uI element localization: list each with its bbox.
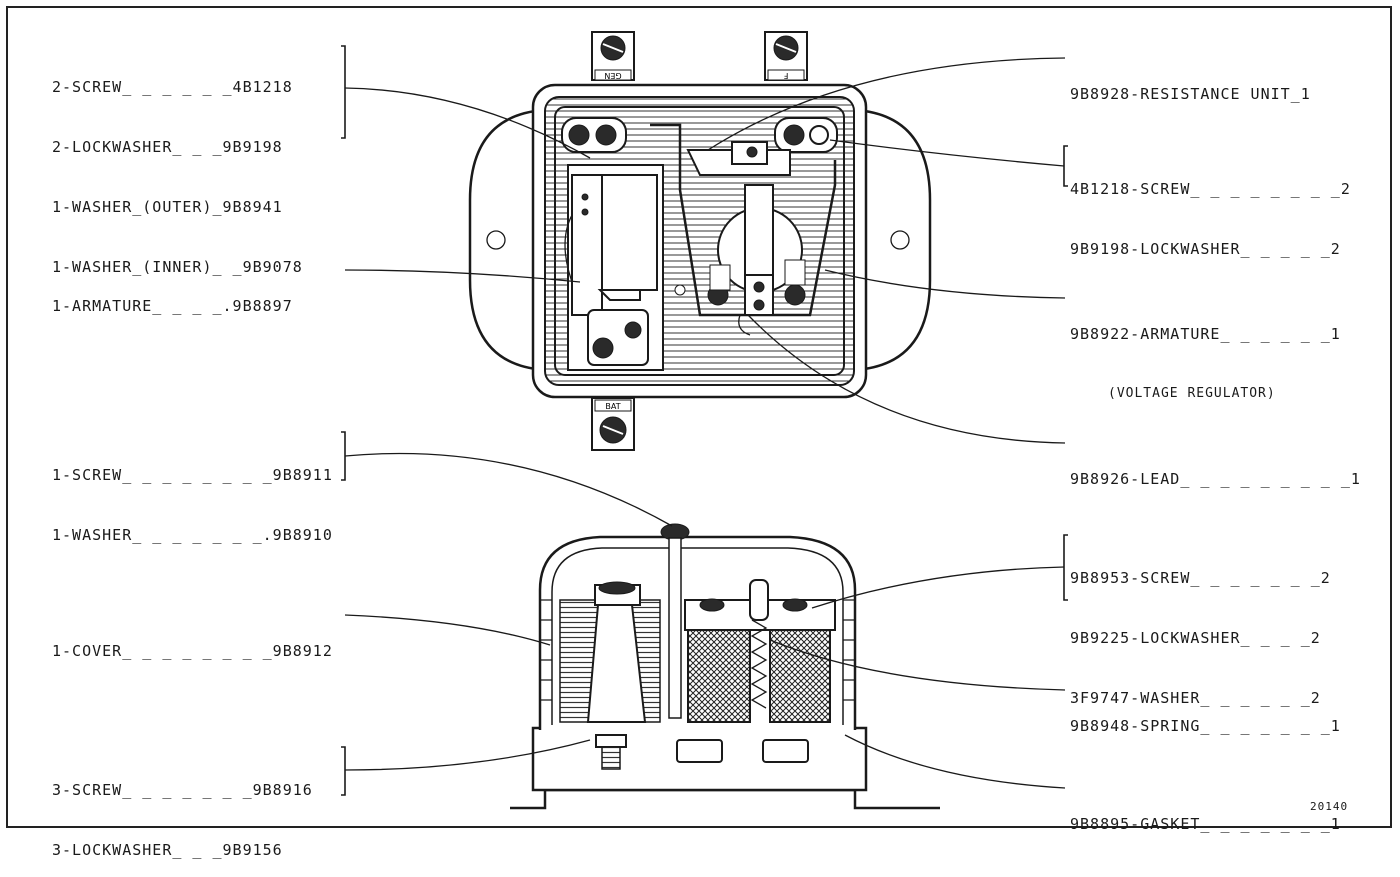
f-label: F (783, 71, 788, 80)
callout-line: 4B1218-SCREW_ _ _ _ _ _ _ _2 (1070, 180, 1351, 198)
right-mount-hole (890, 230, 910, 250)
gen-terminal: GEN (591, 31, 635, 81)
callout-line: 9B8926-LEAD_ _ _ _ _ _ _ _ _1 (1070, 470, 1361, 488)
callout-line: 9B8922-ARMATURE_ _ _ _ _ _1 (1070, 325, 1341, 343)
bat-label: BAT (605, 402, 620, 411)
callout-armature: 1-ARMATURE_ _ _ _.9B8897 (52, 261, 293, 333)
callout-line: 9B8953-SCREW_ _ _ _ _ _ _2 (1070, 569, 1331, 587)
bat-terminal: BAT (591, 397, 635, 451)
callout-regulator-armature: 9B8922-ARMATURE_ _ _ _ _ _1 (VOLTAGE REG… (1070, 289, 1341, 421)
callout-screw-lockwasher-washers: 2-SCREW_ _ _ _ _ _4B1218 2-LOCKWASHER_ _… (52, 42, 303, 294)
callout-line: 9B9198-LOCKWASHER_ _ _ _ _2 (1070, 240, 1341, 258)
callout-resistance-unit: 9B8928-RESISTANCE UNIT_1 (1070, 49, 1311, 121)
callout-line: 2-LOCKWASHER_ _ _9B9198 (52, 138, 283, 156)
gen-label: GEN (604, 71, 621, 80)
callout-coil-screw-lockwasher-washer: 9B8953-SCREW_ _ _ _ _ _ _2 9B9225-LOCKWA… (1070, 533, 1331, 725)
left-flange (468, 108, 547, 372)
callout-line: 3F9747-WASHER_ _ _ _ _ _2 (1070, 689, 1321, 707)
callout-line: 1-ARMATURE_ _ _ _.9B8897 (52, 297, 293, 315)
right-flange (853, 108, 932, 372)
callout-line: 1-WASHER_ _ _ _ _ _ _.9B8910 (52, 526, 333, 544)
callout-line: 9B9225-LOCKWASHER_ _ _ _2 (1070, 629, 1321, 647)
callout-line: 1-WASHER_(INNER)_ _9B9078 (52, 258, 303, 276)
spring (750, 619, 768, 709)
callout-line: 2-SCREW_ _ _ _ _ _4B1218 (52, 78, 293, 96)
left-mount-hole (486, 230, 506, 250)
regulator-coils (684, 579, 836, 723)
callout-line: 3-LOCKWASHER_ _ _9B9156 (52, 841, 283, 859)
callout-base-screw-lockwasher: 3-SCREW_ _ _ _ _ _ _9B8916 3-LOCKWASHER_… (52, 745, 313, 877)
callout-terminal-screw-lockwasher: 4B1218-SCREW_ _ _ _ _ _ _ _2 9B9198-LOCK… (1070, 144, 1351, 276)
callout-spring: 9B8948-SPRING_ _ _ _ _ _ _1 (1070, 681, 1341, 753)
callout-line: 9B8928-RESISTANCE UNIT_1 (1070, 85, 1311, 103)
callout-line: 1-WASHER_(OUTER)_9B8941 (52, 198, 283, 216)
mounting-base (510, 788, 940, 810)
callout-line: 9B8895-GASKET_ _ _ _ _ _ _1 (1070, 815, 1341, 833)
callout-lead: 9B8926-LEAD_ _ _ _ _ _ _ _ _1 (1070, 434, 1361, 506)
callout-cover-screw-washer: 1-SCREW_ _ _ _ _ _ _ _9B8911 1-WASHER_ _… (52, 430, 333, 562)
leader-lines (341, 45, 1068, 796)
f-terminal: F (764, 31, 808, 81)
regulator-diagram: GEN F BAT (341, 31, 1068, 810)
callout-gasket: 9B8895-GASKET_ _ _ _ _ _ _1 (1070, 779, 1341, 851)
cutout-relay (561, 117, 664, 371)
callout-line: 1-SCREW_ _ _ _ _ _ _ _9B8911 (52, 466, 333, 484)
callout-line: 1-COVER_ _ _ _ _ _ _ _9B8912 (52, 642, 333, 660)
side-view (510, 523, 940, 810)
callout-line: (VOLTAGE REGULATOR) (1108, 386, 1276, 401)
top-view: GEN F BAT (468, 31, 932, 451)
callout-cover: 1-COVER_ _ _ _ _ _ _ _9B8912 (52, 606, 333, 678)
drawing-frame (6, 6, 1392, 828)
callout-line: 3-SCREW_ _ _ _ _ _ _9B8916 (52, 781, 313, 799)
drawing-number: 20140 (1310, 800, 1349, 813)
voltage-regulator (650, 117, 838, 336)
left-coil (559, 581, 661, 723)
callout-line: 9B8948-SPRING_ _ _ _ _ _ _1 (1070, 717, 1341, 735)
